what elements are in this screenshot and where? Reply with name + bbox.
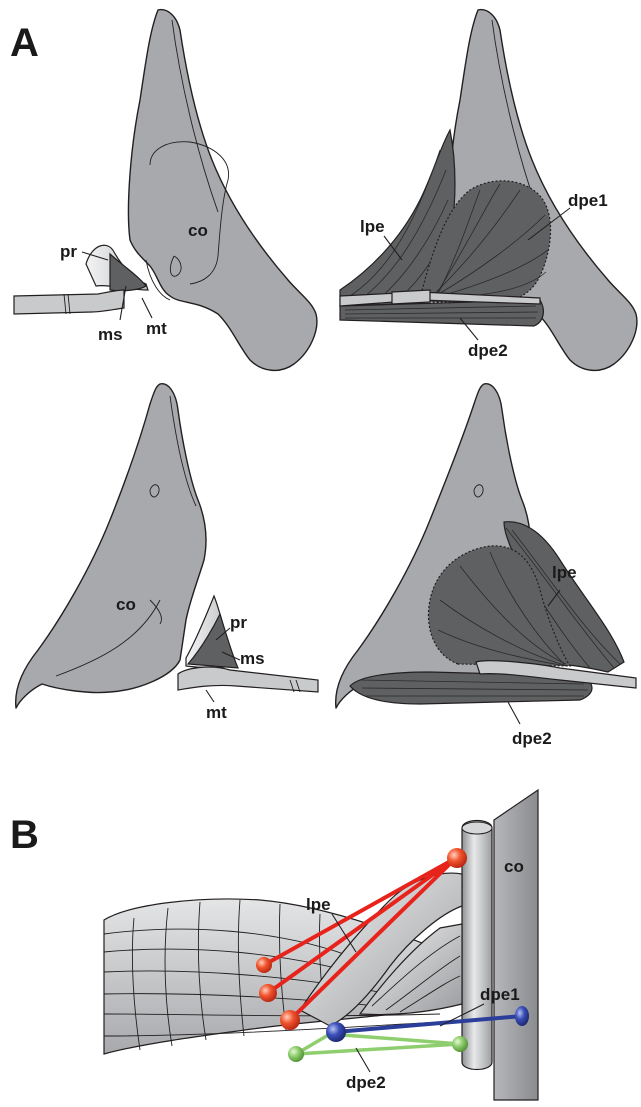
label-lpe-b: lpe — [306, 895, 331, 914]
label-pr-top: pr — [60, 242, 77, 261]
label-mt-bottom: mt — [206, 703, 227, 722]
panel-letter-b: B — [10, 813, 39, 857]
lpe-insertion-sphere-2 — [259, 984, 277, 1002]
dpe2-sticks — [288, 1034, 468, 1062]
lpe-insertion-sphere-1 — [256, 957, 272, 973]
leader-mt-top — [142, 298, 152, 318]
label-lpe-top: lpe — [360, 217, 385, 236]
leader-dpe2-bottom — [508, 702, 520, 724]
label-co-top: co — [188, 221, 208, 240]
bone-bottom-left — [16, 384, 318, 708]
label-dpe2-top: dpe2 — [468, 341, 508, 360]
dpe1-insertion-sphere — [326, 1022, 346, 1042]
panel-letter-a: A — [10, 21, 39, 65]
label-dpe2-bottom: dpe2 — [512, 729, 552, 748]
bone-top-left — [14, 10, 317, 371]
dpe2-stick-1 — [296, 1044, 460, 1054]
label-ms-top: ms — [98, 325, 123, 344]
label-dpe1-top: dpe1 — [568, 191, 608, 210]
label-pr-bottom: pr — [230, 613, 247, 632]
dpe2-origin-sphere — [452, 1036, 468, 1052]
label-co-b: co — [504, 857, 524, 876]
label-lpe-bottom: lpe — [552, 563, 577, 582]
label-mt-top: mt — [146, 319, 167, 338]
leader-mt-bottom — [206, 690, 214, 702]
dpe2-stick-2 — [330, 1034, 460, 1044]
lpe-origin-sphere — [447, 848, 467, 868]
label-dpe1-b: dpe1 — [480, 985, 520, 1004]
label-dpe2-b: dpe2 — [346, 1073, 386, 1092]
lpe-insertion-sphere-3 — [280, 1010, 300, 1030]
label-co-bottom-left: co — [116, 595, 136, 614]
coracoid-plate — [494, 790, 538, 1100]
label-ms-bottom: ms — [240, 649, 265, 668]
dpe1-origin-sphere — [515, 1006, 529, 1026]
dpe2-insertion-sphere — [288, 1046, 304, 1062]
